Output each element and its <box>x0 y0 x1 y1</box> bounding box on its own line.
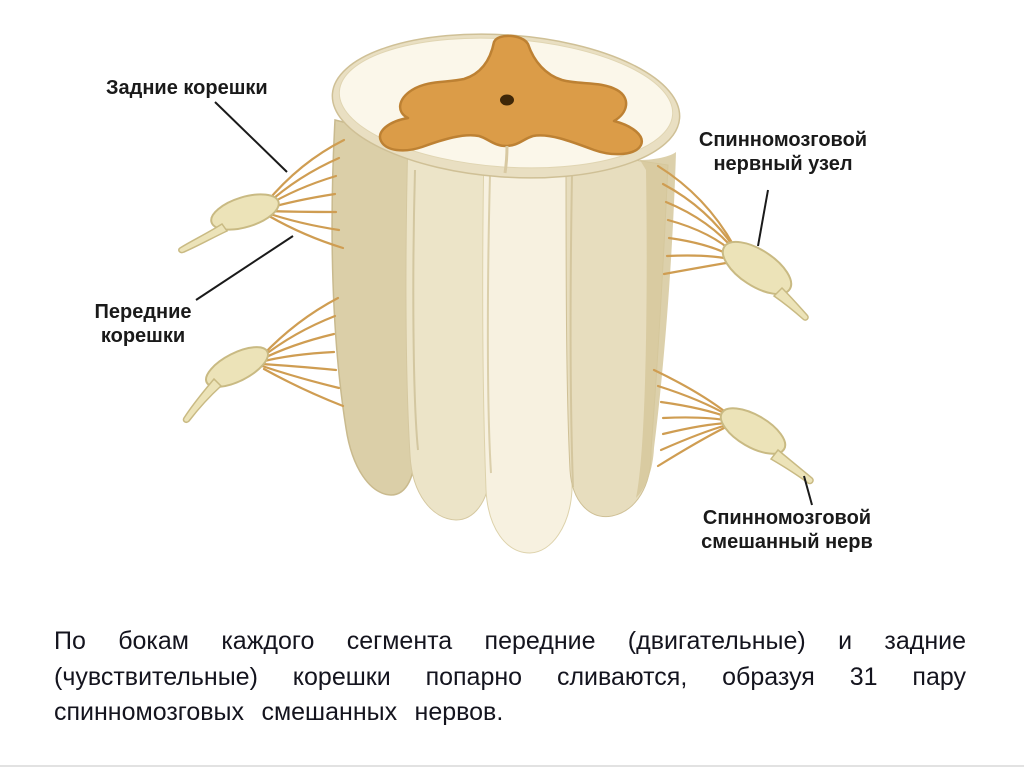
cord-lobe-left <box>331 119 417 496</box>
pointer-anterior-roots <box>195 235 294 301</box>
pointer-posterior-roots <box>214 101 288 173</box>
spinal-cord-illustration <box>178 33 814 554</box>
rootlets-right-lower <box>652 368 732 468</box>
cord-crease-3 <box>569 174 574 488</box>
cord-crease-1 <box>412 169 419 451</box>
nerve-tail-right-lower <box>769 448 814 485</box>
label-mixed-nerve: Спинномозговой смешанный нерв <box>701 507 873 554</box>
ganglion-right-lower <box>719 407 787 455</box>
label-anterior-roots: Передние корешки <box>94 301 192 348</box>
nerve-tail-left-lower <box>182 377 223 423</box>
rootlets-left-lower <box>258 296 345 408</box>
cord-body <box>331 119 676 554</box>
label-spinal-ganglion: Спинномозговой нервный узел <box>698 129 868 176</box>
nerve-tail-right-upper <box>772 286 809 321</box>
ganglion-left-upper <box>210 193 280 231</box>
gray-matter-butterfly <box>378 34 643 156</box>
pointer-spinal-ganglion <box>757 189 769 247</box>
pointer-lines <box>195 101 813 506</box>
anterior-fissure-crease <box>503 145 509 174</box>
caption-text: По бокам каждого сегмента передние (двиг… <box>54 627 966 726</box>
central-canal <box>500 94 514 106</box>
slide-bottom-edge <box>0 765 1024 767</box>
cord-lobe-center <box>482 144 575 554</box>
cord-lobe-center-left <box>405 134 493 521</box>
nerve-tail-left-upper <box>178 222 229 254</box>
cord-crease-2 <box>486 174 492 474</box>
pointer-mixed-nerve <box>803 475 813 506</box>
ganglion-right-upper <box>721 240 793 296</box>
label-posterior-roots: Задние корешки <box>106 77 268 99</box>
cord-right-shade <box>636 152 676 498</box>
ganglion-left-lower <box>205 346 269 388</box>
ganglia-and-nerves <box>178 193 814 485</box>
